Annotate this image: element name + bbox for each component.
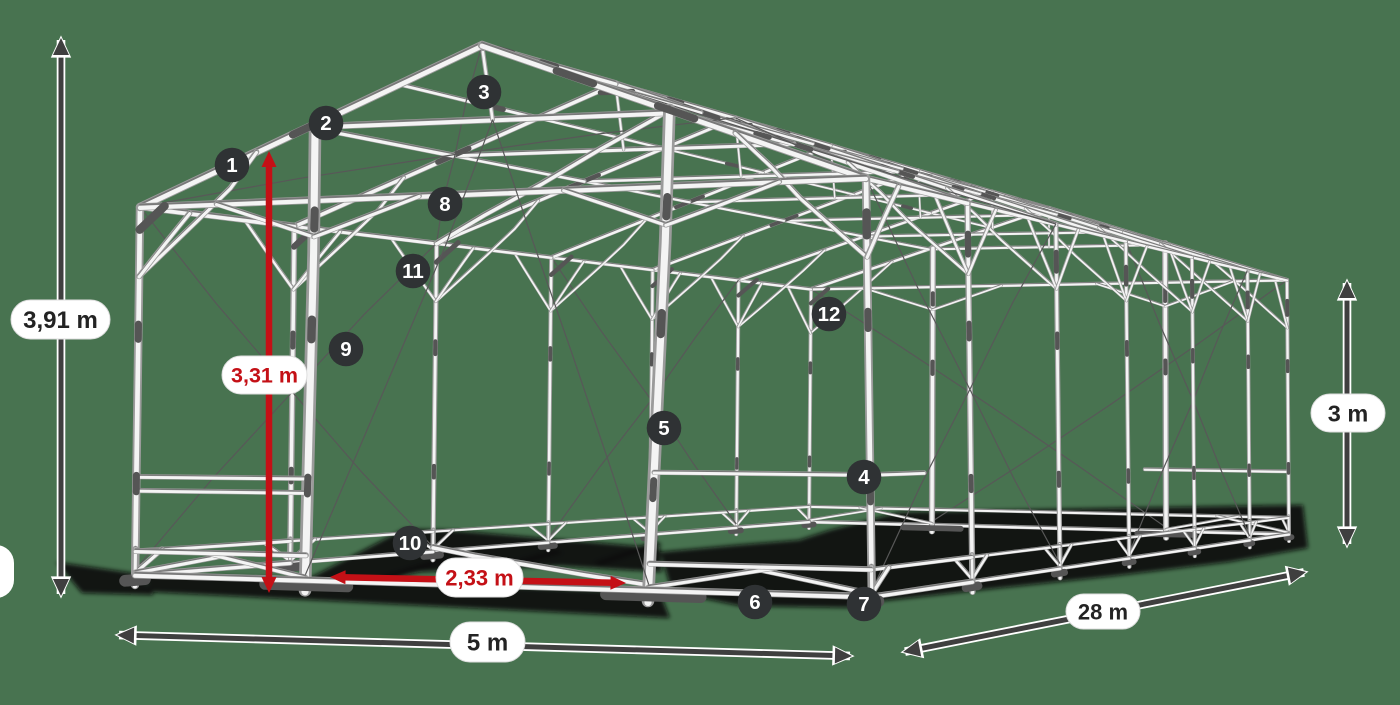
svg-text:2: 2 [320, 112, 331, 135]
svg-text:2,33 m: 2,33 m [445, 565, 514, 590]
svg-text:7: 7 [858, 593, 869, 616]
svg-text:5 m: 5 m [467, 630, 508, 657]
svg-text:3: 3 [478, 81, 489, 104]
svg-text:5: 5 [658, 417, 669, 440]
svg-text:9: 9 [340, 338, 351, 361]
svg-text:1: 1 [226, 154, 237, 177]
svg-text:3,91 m: 3,91 m [23, 307, 98, 334]
svg-text:3 m: 3 m [1328, 400, 1369, 426]
svg-text:11: 11 [402, 260, 424, 283]
svg-text:12: 12 [818, 303, 841, 326]
svg-text:10: 10 [399, 532, 422, 555]
svg-text:8: 8 [439, 193, 450, 216]
svg-text:3,31 m: 3,31 m [231, 364, 298, 388]
svg-text:28 m: 28 m [1078, 599, 1128, 624]
svg-text:6: 6 [749, 591, 760, 614]
svg-text:4: 4 [858, 466, 870, 489]
